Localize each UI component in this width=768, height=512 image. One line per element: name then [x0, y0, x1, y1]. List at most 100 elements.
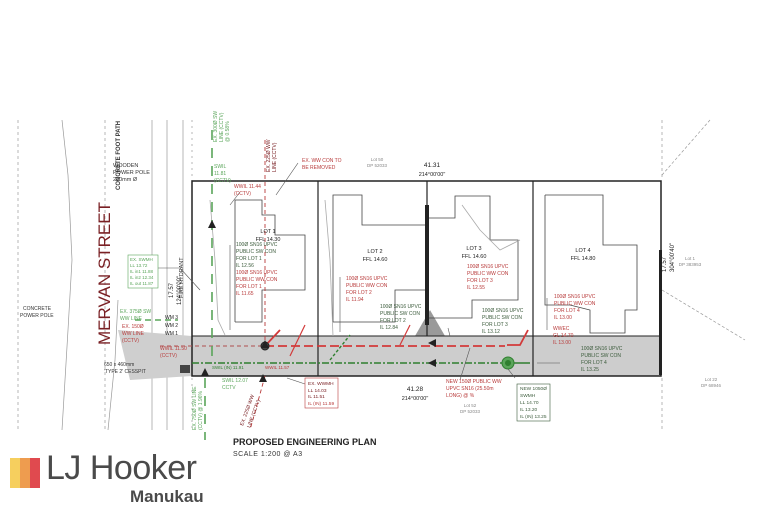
svg-text:FOR LOT 2: FOR LOT 2 [346, 290, 372, 296]
new-swmh-box: NEW 1050Ø SWMH LL 14.70 IL 13.20 IL (IN)… [520, 386, 547, 420]
lot-ffl: FFL 14.30 [256, 237, 281, 243]
boundary-bottom-bearing: 214°00'00" [402, 396, 429, 402]
svg-text:SWIL: SWIL [214, 164, 226, 170]
lot-ffl: FFL 14.60 [363, 257, 388, 263]
svg-text:(CCTV): (CCTV) [234, 191, 251, 197]
svg-text:WWEC: WWEC [553, 326, 570, 332]
neighbour-lot-50: Lot 50 [371, 157, 384, 162]
sw-con-lot4-note: 100Ø SN16 UPVC PUBLIC SW CON FOR LOT 4 I… [581, 346, 623, 373]
wooden-power-pole-label: WOODEN POWER POLE 250mm Ø [113, 163, 150, 183]
fire-hydrant-label: FIRE HYDRANT [179, 257, 185, 298]
street-name: MERVAN STREET [95, 202, 114, 345]
svg-text:FOR LOT 3: FOR LOT 3 [482, 322, 508, 328]
ex-375-sw-note: EX. 375Ø SW WW LINE [120, 309, 151, 322]
svg-text:IL 11.51: IL 11.51 [308, 394, 325, 400]
boundary-left-length: 17.57 [169, 282, 175, 298]
svg-text:IL in2 12.34: IL in2 12.34 [130, 275, 154, 280]
svg-text:WM 3: WM 3 [165, 315, 178, 321]
svg-text:WW LINE: WW LINE [122, 331, 145, 337]
svg-text:WWIL 11.44: WWIL 11.44 [234, 184, 261, 190]
ww-con-lot3-note: 100Ø SN16 UPVC PUBLIC WW CON FOR LOT 3 I… [467, 264, 509, 291]
neighbour-dp: DP 52033 [367, 163, 387, 168]
lot-4-label: LOT 4 [575, 248, 590, 254]
svg-text:PUBLIC WW CON: PUBLIC WW CON [346, 283, 388, 289]
svg-text:CONCRETE: CONCRETE [23, 306, 52, 312]
svg-text:IL 13.12: IL 13.12 [482, 329, 500, 335]
lot-ffl: FFL 14.80 [571, 256, 596, 262]
svg-text:SWMH: SWMH [520, 393, 536, 399]
boundary-top-bearing: 214°00'00" [419, 172, 446, 178]
brand-branch: Manukau [130, 487, 204, 506]
sw-con-lot1-note: 100Ø SN16 UPVC PUBLIC SW CON FOR LOT 1 I… [236, 242, 278, 269]
ex-wwmh-box: EX. WWMH LL 14.03 IL 11.51 IL (IN) 11.59 [308, 381, 334, 407]
new-150-ww-note: NEW 150Ø PUBLIC WW UPVC SN16 (25.50m LON… [446, 379, 502, 399]
neighbour-dp: DP 68946 [701, 383, 721, 388]
wwil-bottom-note: WWIL 11.50 (CCTV) [160, 346, 187, 359]
svg-text:100Ø SN16 UPVC: 100Ø SN16 UPVC [581, 346, 623, 352]
svg-text:100Ø SN16 UPVC: 100Ø SN16 UPVC [467, 264, 509, 270]
boundary-right-bearing: 304°00'40" [670, 243, 676, 272]
svg-text:PUBLIC SW CON: PUBLIC SW CON [482, 315, 522, 321]
svg-text:PUBLIC WW CON: PUBLIC WW CON [467, 271, 509, 277]
svg-text:EX. WWMH: EX. WWMH [308, 381, 334, 387]
svg-text:FOR LOT 3: FOR LOT 3 [467, 278, 493, 284]
neighbour-dp: DP 52033 [460, 409, 480, 414]
svg-text:UPVC SN16 (25.50m: UPVC SN16 (25.50m [446, 386, 494, 392]
svg-text:LL 14.03: LL 14.03 [308, 388, 327, 394]
ex-225-ww-top-note: EX. 225Ø WW [266, 139, 272, 172]
svg-text:IL 11.94: IL 11.94 [346, 297, 364, 303]
svg-text:PUBLIC WW CON: PUBLIC WW CON [236, 277, 278, 283]
neighbour-dp: DP 383953 [679, 262, 702, 267]
concrete-power-pole-label: CONCRETE POWER POLE [20, 306, 54, 319]
svg-text:11.81: 11.81 [214, 171, 226, 177]
plan-title: PROPOSED ENGINEERING PLAN [233, 437, 377, 447]
svg-text:IL 13.00: IL 13.00 [554, 315, 572, 321]
swil-cctv-note: SWIL 12.07 CCTV [222, 378, 248, 391]
ex-300-sw-note-line3: @ 0.58% [225, 121, 231, 142]
ex-750-sw-note: EX. 750Ø SW LINE [192, 386, 198, 430]
svg-text:FOR LOT 2: FOR LOT 2 [380, 318, 406, 324]
svg-text:LL 14.70: LL 14.70 [520, 400, 539, 406]
svg-text:250mm Ø: 250mm Ø [113, 177, 138, 183]
svg-text:100Ø SN16 UPVC: 100Ø SN16 UPVC [236, 270, 278, 276]
svg-text:IL 13.20: IL 13.20 [520, 407, 537, 413]
svg-text:WW LINE: WW LINE [120, 316, 143, 322]
ex-swmh-box: EX. SWMH LL 13.72 IL in1 11.88 IL in2 12… [130, 257, 154, 286]
svg-text:LL 13.72: LL 13.72 [130, 263, 148, 268]
ex-300-sw-note: EX. 300Ø SW [213, 111, 219, 142]
boundary-left-bearing: 124°00'00" [177, 276, 183, 305]
ex-225-ww-top-note-line2: LINE (CCTV) [272, 142, 278, 172]
svg-text:BE REMOVED: BE REMOVED [302, 165, 336, 171]
ex-300-sw-note-line2: LINE (CCTV) [219, 112, 225, 142]
svg-text:SWIL 12.07: SWIL 12.07 [222, 378, 248, 384]
lot-3-label: LOT 3 [466, 246, 481, 252]
svg-text:IL 12.56: IL 12.56 [236, 263, 254, 269]
svg-text:EX. 375Ø SW: EX. 375Ø SW [120, 309, 151, 315]
logo-color-bars-icon [10, 458, 40, 488]
brand-name: LJ Hooker [46, 449, 197, 487]
svg-text:EX. SWMH: EX. SWMH [130, 257, 153, 262]
svg-text:PUBLIC SW CON: PUBLIC SW CON [236, 249, 276, 255]
svg-text:100Ø SN16 UPVC: 100Ø SN16 UPVC [482, 308, 524, 314]
svg-text:WOODEN: WOODEN [113, 163, 138, 169]
lj-hooker-logo: LJ Hooker Manukau [10, 449, 210, 510]
svg-text:100Ø SN16 UPVC: 100Ø SN16 UPVC [554, 294, 596, 300]
svg-text:IL 13.25: IL 13.25 [581, 367, 599, 373]
sw-con-lot3-note: 100Ø SN16 UPVC PUBLIC SW CON FOR LOT 3 I… [482, 308, 524, 335]
svg-text:NEW 150Ø PUBLIC WW: NEW 150Ø PUBLIC WW [446, 379, 502, 385]
cesspit-label: 650 x 460mm 'TYPE 2' CESSPIT [104, 362, 146, 375]
svg-text:FOR LOT 1: FOR LOT 1 [236, 256, 262, 262]
svg-text:FOR LOT 1: FOR LOT 1 [236, 284, 262, 290]
svg-text:'TYPE 2' CESSPIT: 'TYPE 2' CESSPIT [104, 369, 146, 375]
svg-text:IL 11.65: IL 11.65 [236, 291, 254, 297]
svg-text:PUBLIC SW CON: PUBLIC SW CON [380, 311, 420, 317]
boundary-top-length: 41.31 [424, 162, 441, 169]
svg-text:(CCTV): (CCTV) [214, 178, 231, 184]
svg-text:FOR LOT 4: FOR LOT 4 [581, 360, 607, 366]
svg-text:(CCTV): (CCTV) [160, 353, 177, 359]
neighbour-lot-1: Lot 1 [685, 256, 696, 261]
wwil-top-note: WWIL 11.44 (CCTV) [234, 184, 261, 197]
sw-con-lot2-note: 100Ø SN16 UPVC PUBLIC SW CON FOR LOT 2 I… [380, 304, 422, 331]
lot-1-label: LOT 1 [260, 229, 275, 235]
